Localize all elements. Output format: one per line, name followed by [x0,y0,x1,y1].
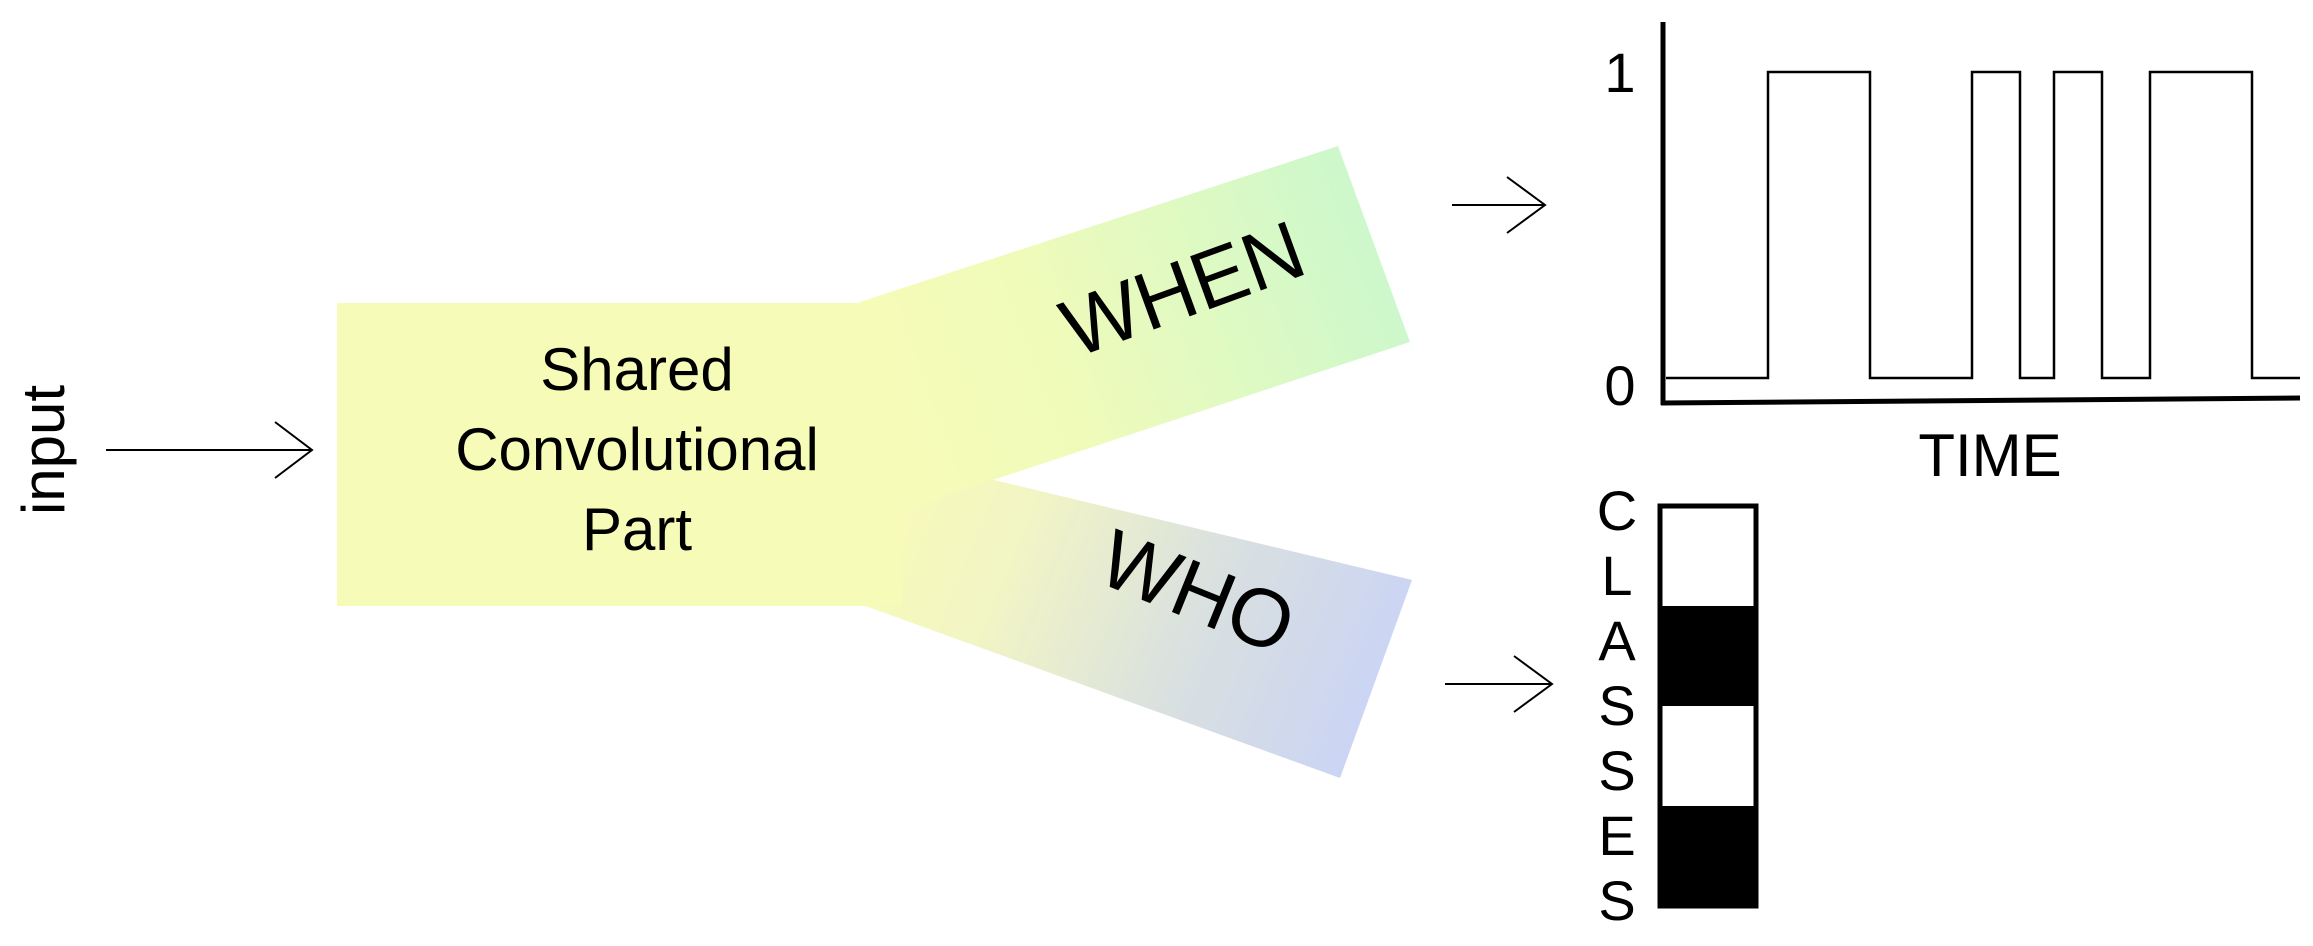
classes-letter: L [1601,544,1632,607]
classes-vector [1657,503,1759,909]
class-cell [1660,706,1756,806]
shared-label-line1: Shared [540,336,733,403]
who-branch [860,448,1412,778]
when-output-arrow [1452,176,1547,234]
classes-letter: E [1598,804,1635,867]
who-output-arrow [1445,655,1554,713]
input-label: input [10,385,77,515]
shared-label-line3: Part [582,496,692,563]
classes-letter: C [1597,479,1637,542]
class-cell [1660,806,1756,906]
classes-letter: S [1598,674,1635,737]
classes-letter: S [1598,869,1635,932]
input-arrow [106,421,314,479]
x-axis [1660,395,2301,406]
shared-convolutional-block [337,303,902,606]
class-cell [1660,506,1756,606]
y-tick-high: 1 [1604,41,1635,104]
classes-letter: A [1598,609,1636,672]
time-plot: 1 0 TIME [1604,22,2301,489]
when-branch [860,146,1410,524]
class-cell [1660,606,1756,706]
binary-signal-line [1666,70,2300,380]
class-vector-border [1657,503,1759,909]
x-axis-label: TIME [1918,422,2061,489]
classes-letter: S [1598,739,1635,802]
y-tick-low: 0 [1604,354,1635,417]
shared-label-line2: Convolutional [455,416,819,483]
